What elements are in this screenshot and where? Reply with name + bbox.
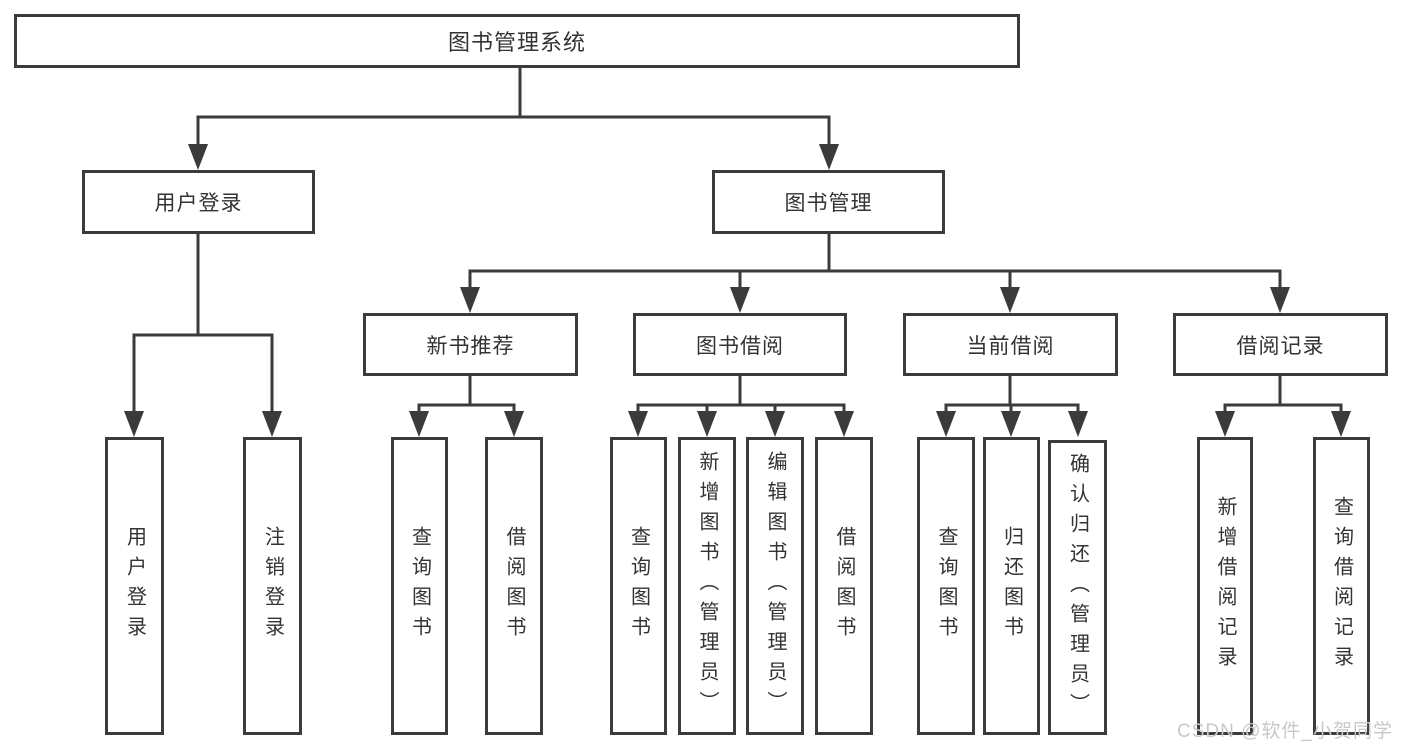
leaf-recommend-query-books: 查询图书	[391, 437, 448, 735]
connector-userlogin-to-leaves	[132, 234, 274, 415]
arrowhead	[1000, 287, 1020, 313]
arrowhead	[460, 287, 480, 313]
leaf-borrowing-add-books-admin: 新增图书（管理员）	[678, 437, 736, 735]
leaf-records-query-record: 查询借阅记录	[1313, 437, 1370, 735]
arrowhead	[1331, 411, 1351, 437]
node-book-borrowing: 图书借阅	[633, 313, 847, 376]
arrowhead	[188, 144, 208, 170]
arrowhead	[628, 411, 648, 437]
leaf-current-confirm-return-admin: 确认归还（管理员）	[1048, 440, 1107, 735]
watermark: CSDN @软件_小贺同学	[1177, 721, 1393, 742]
arrowhead	[504, 411, 524, 437]
node-user-login: 用户登录	[82, 170, 315, 234]
arrowhead	[1215, 411, 1235, 437]
arrowhead	[124, 411, 144, 437]
arrowhead	[262, 411, 282, 437]
arrowhead	[1001, 411, 1021, 437]
node-book-management: 图书管理	[712, 170, 945, 234]
arrowhead	[765, 411, 785, 437]
connector-current-to-leaves	[944, 376, 1080, 415]
connector-bookmgmt-to-level2	[468, 234, 1282, 291]
leaf-current-query-books: 查询图书	[917, 437, 975, 735]
node-borrowing-records: 借阅记录	[1173, 313, 1388, 376]
arrowhead	[1068, 411, 1088, 437]
leaf-user-login: 用户登录	[105, 437, 164, 735]
arrowhead	[1270, 287, 1290, 313]
node-current-borrowing: 当前借阅	[903, 313, 1118, 376]
connector-records-to-leaves	[1223, 376, 1343, 415]
node-new-book-recommend: 新书推荐	[363, 313, 578, 376]
node-root: 图书管理系统	[14, 14, 1020, 68]
leaf-current-return-books: 归还图书	[983, 437, 1040, 735]
arrowhead	[697, 411, 717, 437]
arrowhead	[730, 287, 750, 313]
leaf-borrowing-borrow-books: 借阅图书	[815, 437, 873, 735]
leaf-records-add-record: 新增借阅记录	[1197, 437, 1253, 735]
leaf-recommend-borrow-books: 借阅图书	[485, 437, 543, 735]
leaf-borrowing-query-books: 查询图书	[610, 437, 667, 735]
arrowhead	[409, 411, 429, 437]
arrowheads	[124, 144, 1351, 437]
connector-root-to-level1	[196, 68, 831, 148]
leaf-logout: 注销登录	[243, 437, 302, 735]
connector-borrowing-to-leaves	[636, 376, 846, 415]
arrowhead	[819, 144, 839, 170]
arrowhead	[936, 411, 956, 437]
connector-recommend-to-leaves	[417, 376, 516, 415]
arrowhead	[834, 411, 854, 437]
leaf-borrowing-edit-books-admin: 编辑图书（管理员）	[746, 437, 804, 735]
